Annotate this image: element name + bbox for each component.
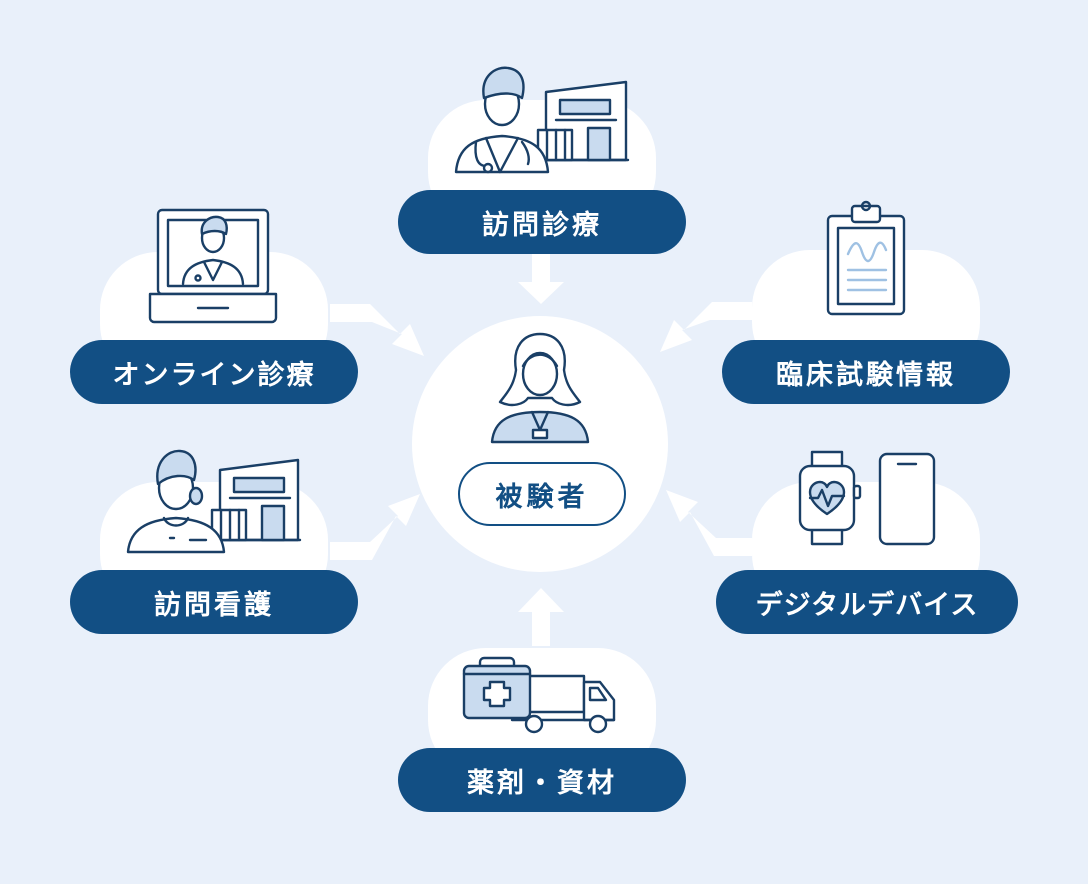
participant-icon bbox=[490, 332, 590, 444]
node-trial-info-label: 臨床試験情報 bbox=[722, 340, 1010, 404]
arrow-digital bbox=[666, 490, 752, 556]
arrow-online bbox=[330, 304, 424, 356]
doctor-clinic-icon bbox=[454, 66, 630, 174]
arrow-top bbox=[518, 250, 564, 304]
arrow-bottom bbox=[518, 588, 564, 646]
arrow-nursing bbox=[330, 494, 420, 560]
node-nursing-label: 訪問看護 bbox=[70, 570, 358, 634]
clipboard-icon bbox=[826, 200, 906, 316]
node-online-label: オンライン診療 bbox=[70, 340, 358, 404]
center-participant-label: 被験者 bbox=[458, 462, 626, 526]
node-digital-label: デジタルデバイス bbox=[716, 570, 1018, 634]
nurse-clinic-icon bbox=[126, 449, 302, 554]
medkit-truck-icon bbox=[462, 656, 616, 734]
node-supplies-label: 薬剤・資材 bbox=[398, 748, 686, 812]
node-home-visit-label: 訪問診療 bbox=[398, 190, 686, 254]
laptop-doctor-icon bbox=[148, 208, 278, 324]
smartwatch-phone-icon bbox=[798, 450, 936, 546]
arrow-trial bbox=[660, 302, 752, 352]
connector-arrows bbox=[330, 250, 752, 646]
